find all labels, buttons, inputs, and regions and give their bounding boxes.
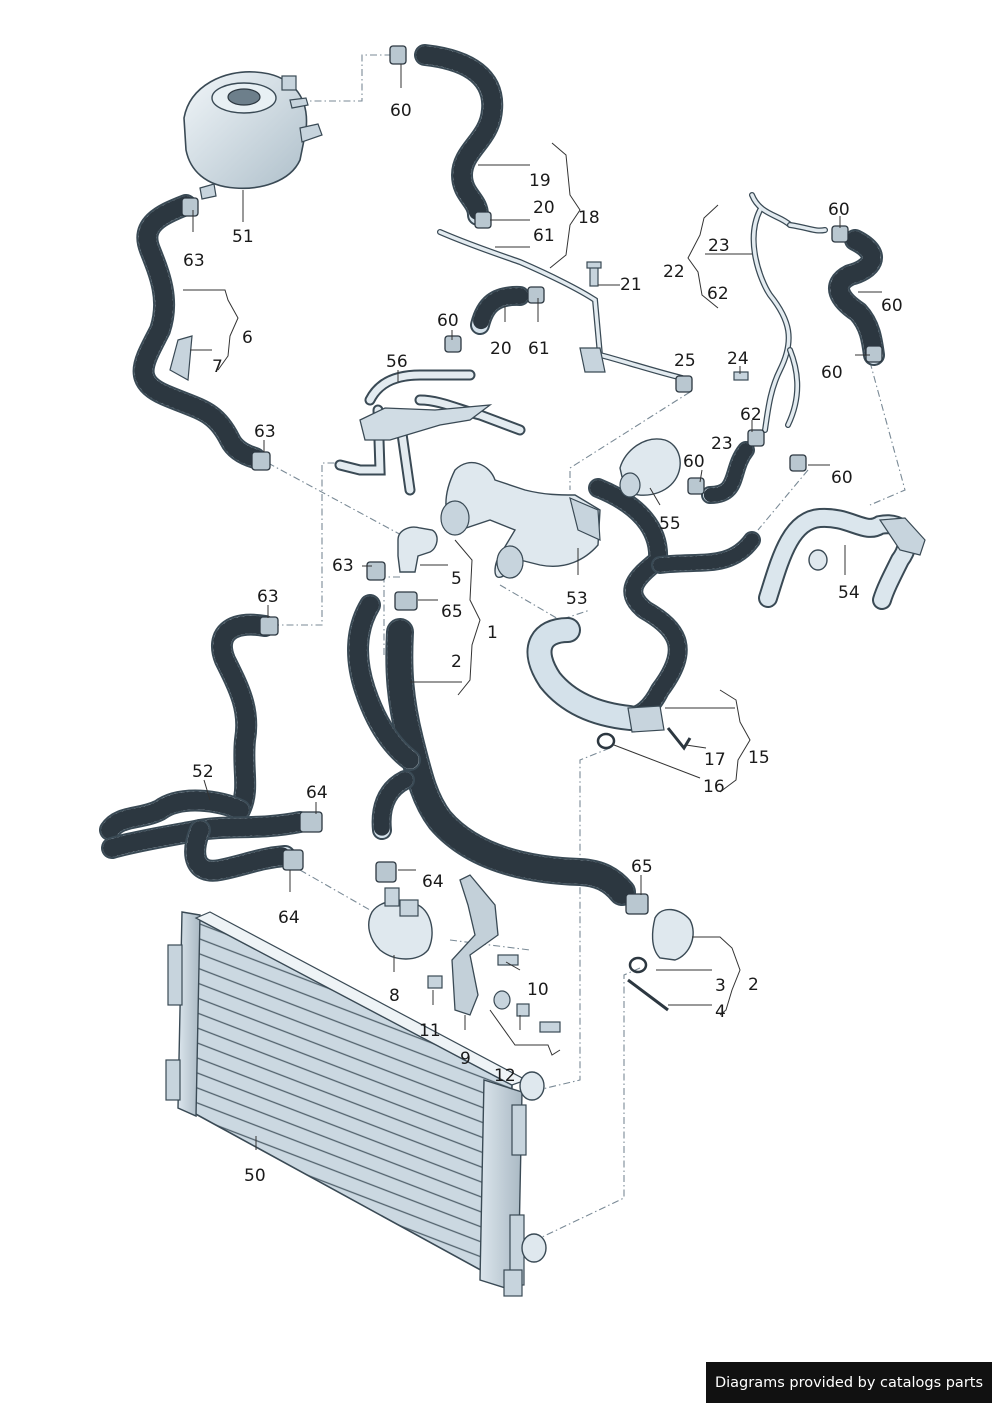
callout-11: 11 — [419, 1021, 441, 1041]
callout-60: 60 — [821, 363, 843, 383]
callout-22: 22 — [663, 262, 685, 282]
callout-18: 18 — [578, 208, 600, 228]
callout-8: 8 — [389, 986, 400, 1006]
leader-lines — [183, 64, 882, 1150]
callout-19: 19 — [529, 171, 551, 191]
hoses — [99, 44, 885, 906]
callout-3: 3 — [715, 976, 726, 996]
callout-5: 5 — [451, 569, 462, 589]
callout-15: 15 — [748, 748, 770, 768]
callout-1: 1 — [487, 623, 498, 643]
expansion-tank — [183, 71, 323, 200]
callout-63: 63 — [332, 556, 354, 576]
callout-21: 21 — [620, 275, 642, 295]
callout-60: 25 — [674, 351, 696, 371]
callout-53: 53 — [566, 589, 588, 609]
callout-51: 51 — [232, 227, 254, 247]
callout-55: 55 — [659, 514, 681, 534]
callout-23: 23 — [708, 236, 730, 256]
components — [169, 261, 749, 1033]
callout-20: 20 — [533, 198, 555, 218]
callout-63: 63 — [257, 587, 279, 607]
callout-65: 65 — [441, 602, 463, 622]
callout-6: 6 — [242, 328, 253, 348]
callout-60: 60 — [437, 311, 459, 331]
callout-10: 10 — [527, 980, 549, 1000]
callout-52: 52 — [192, 762, 214, 782]
callout-60: 60 — [831, 468, 853, 488]
callout-2: 2 — [451, 652, 462, 672]
callout-9: 9 — [460, 1049, 471, 1069]
callout-16: 16 — [703, 777, 725, 797]
callout-61: 61 — [533, 226, 555, 246]
cooling-system-diagram: 60 51 63 6 7 19 20 18 61 21 60 20 61 56 … — [99, 44, 926, 1297]
callout-numbers: 60 51 63 6 7 19 20 18 61 21 60 20 61 56 … — [183, 101, 903, 1186]
callout-60: 60 — [390, 101, 412, 121]
callout-25: 60 — [881, 296, 903, 316]
callout-60: 60 — [828, 200, 850, 220]
callout-62: 62 — [707, 284, 729, 304]
callout-64: 64 — [306, 783, 328, 803]
callout-2: 2 — [748, 975, 759, 995]
callout-60: 60 — [683, 452, 705, 472]
callout-64: 64 — [278, 908, 300, 928]
callout-62: 62 — [740, 405, 762, 425]
callout-54: 54 — [838, 583, 860, 603]
metal-pipes — [334, 192, 926, 610]
callout-65: 65 — [631, 857, 653, 877]
callout-56: 56 — [386, 352, 408, 372]
callout-50: 50 — [244, 1166, 266, 1186]
callout-24: 24 — [727, 349, 749, 369]
callout-23: 23 — [711, 434, 733, 454]
callout-63: 63 — [183, 251, 205, 271]
radiator — [165, 911, 547, 1297]
callout-4: 4 — [715, 1002, 726, 1022]
credit-text: Diagrams provided by catalogs parts — [714, 1374, 984, 1391]
credit-banner: Diagrams provided by catalogs parts — [706, 1362, 992, 1403]
callout-20: 20 — [490, 339, 512, 359]
callout-63: 63 — [254, 422, 276, 442]
callout-7: 7 — [212, 357, 223, 377]
callout-64: 64 — [422, 872, 444, 892]
callout-17: 17 — [704, 750, 726, 770]
callout-61: 61 — [528, 339, 550, 359]
callout-12: 12 — [494, 1066, 516, 1086]
